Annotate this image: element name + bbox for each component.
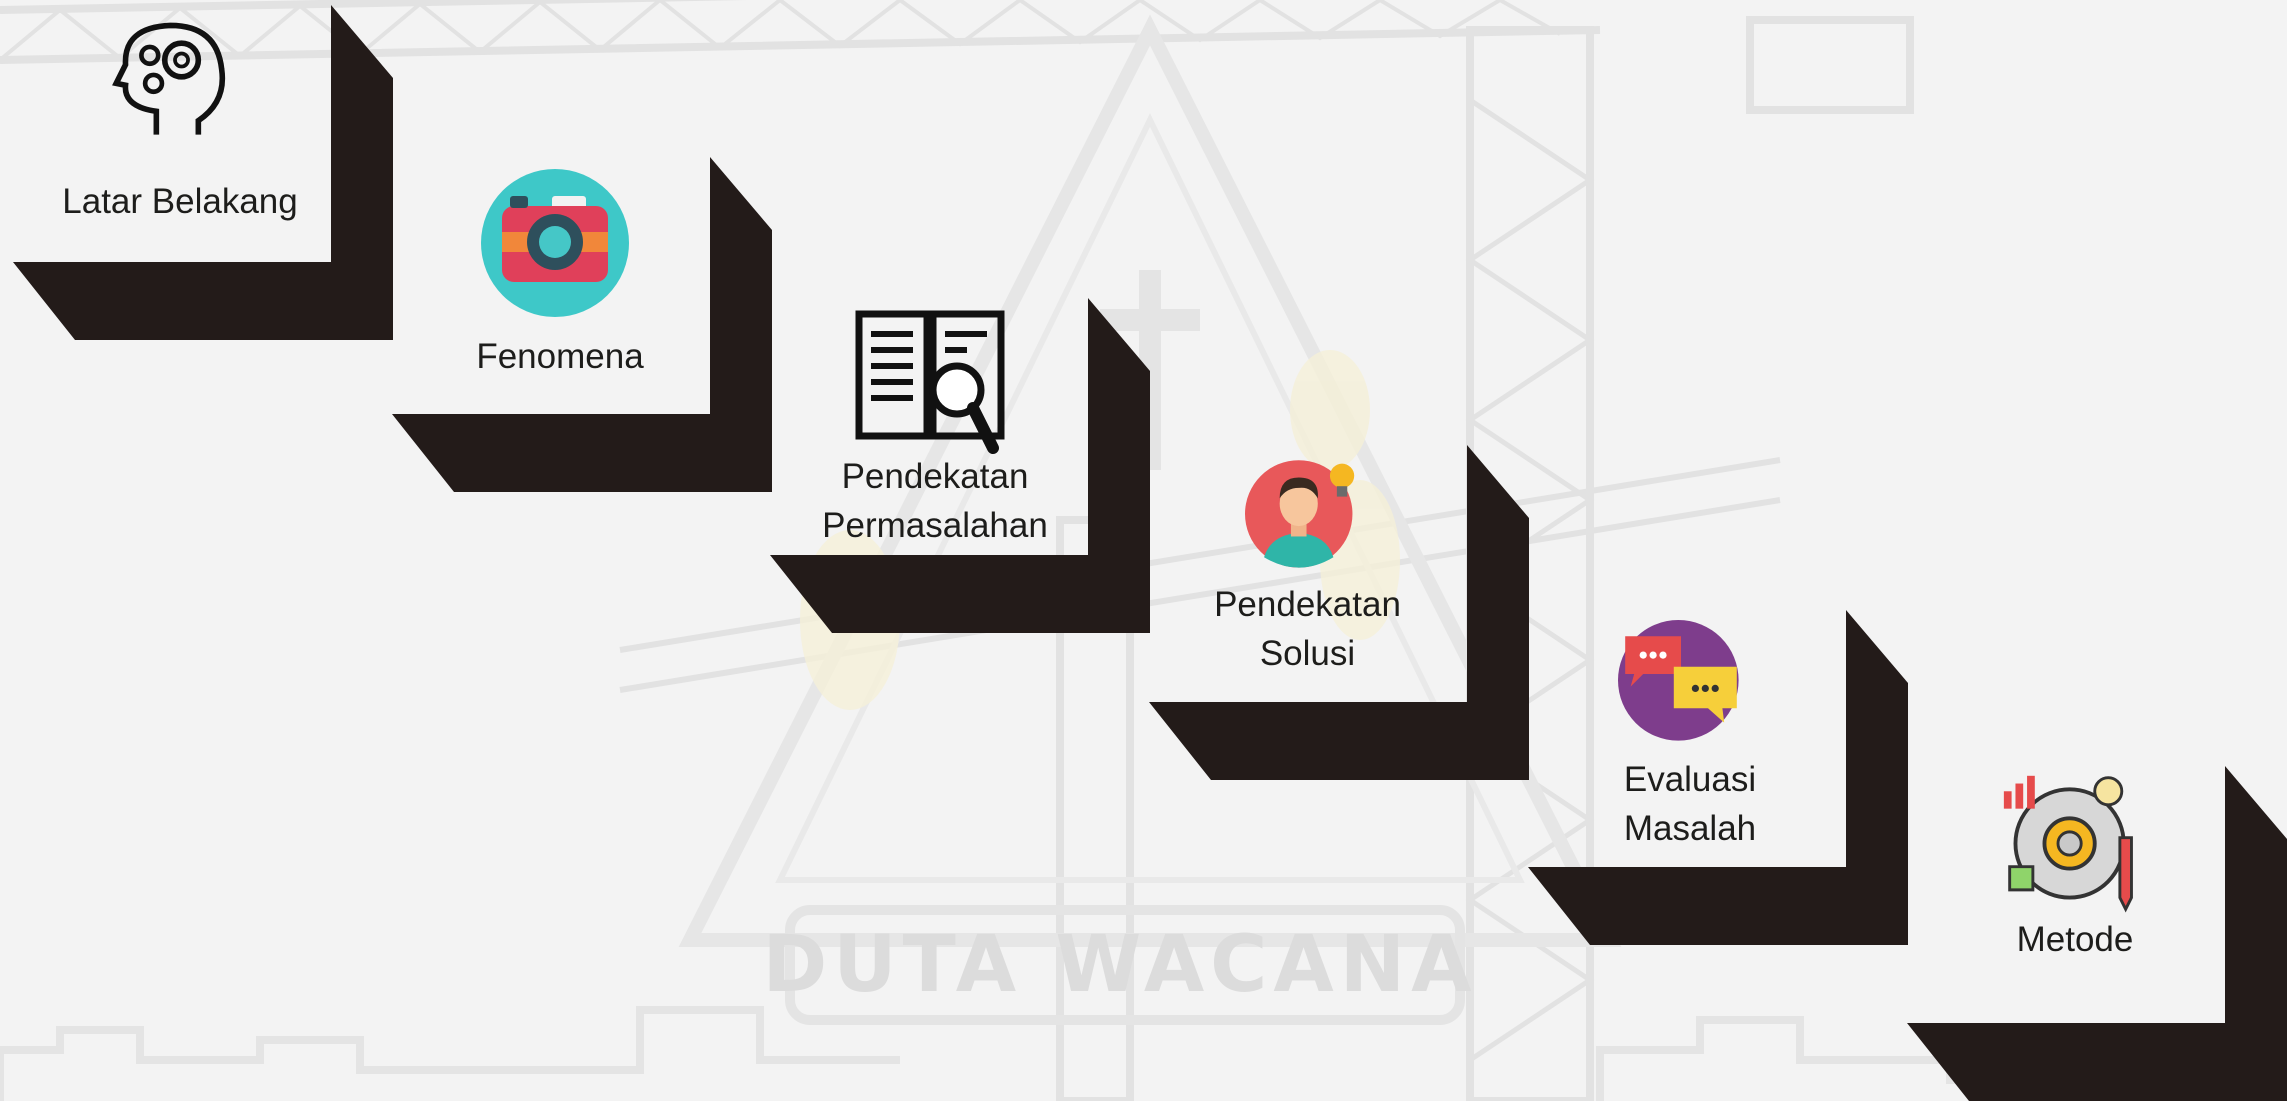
step-chevron-shape <box>13 5 393 340</box>
step-label: Evaluasi Masalah <box>1623 760 1757 848</box>
book-magnifier-icon <box>855 310 1005 454</box>
person-idea-icon <box>1245 460 1355 568</box>
step-chevron-shape <box>1907 766 2287 1101</box>
chat-bubbles-icon <box>1618 620 1739 741</box>
camera-icon <box>481 169 629 317</box>
step-chevron-shape <box>1149 445 1529 780</box>
step-label: Fenomena <box>476 337 644 376</box>
step-label: Latar Belakang <box>62 182 298 221</box>
step-chevron-shape <box>392 157 772 492</box>
watermark-text: DUTA WACANA <box>762 920 1478 1010</box>
step-chevron-shape <box>770 298 1150 633</box>
step-chevron-shape <box>1528 610 1908 945</box>
method-gear-icon <box>2003 775 2133 913</box>
head-gears-icon <box>112 22 226 135</box>
step-label: Pendekatan Solusi <box>1214 585 1401 673</box>
step-label: Metode <box>2016 920 2134 959</box>
step-label: Pendekatan Permasalahan <box>822 457 1048 545</box>
